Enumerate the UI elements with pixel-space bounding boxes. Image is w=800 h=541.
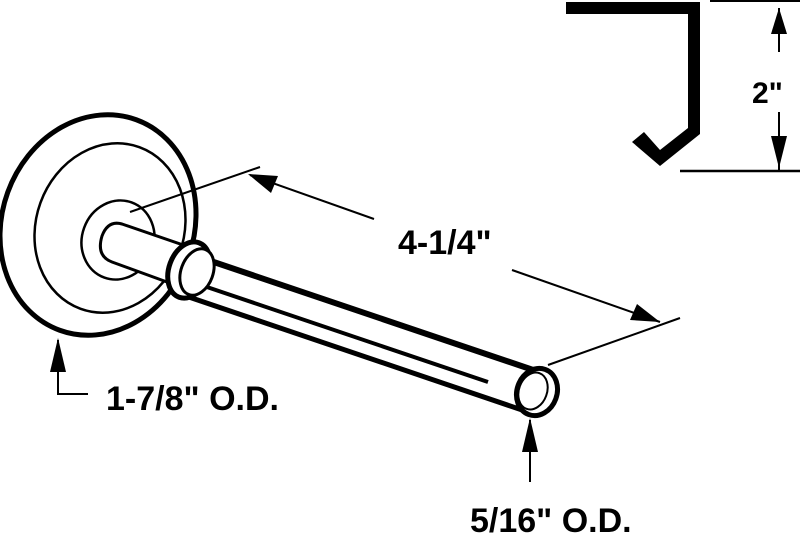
arrow-up-icon [50,338,66,372]
arrow-up-icon [771,8,787,34]
wheel-diameter-callout: 1-7/8" O.D. [50,338,279,418]
label-track-height: 2" [752,77,783,110]
length-dimension: 4-1/4" [129,166,681,366]
bearing-collar [165,239,216,301]
label-shaft-diameter: 5/16" O.D. [470,502,632,540]
roller-wheel [0,112,199,338]
arrow-down-icon [771,136,787,168]
height-dimension: 2" [680,0,800,173]
arrow-up-icon [522,418,538,452]
arrow-right-icon [630,304,660,322]
arrow-left-icon [248,174,278,193]
label-shaft-length: 4-1/4" [398,224,492,262]
track-profile [566,2,700,166]
roller-shaft [179,253,561,419]
label-wheel-diameter: 1-7/8" O.D. [106,380,279,418]
shaft-diameter-callout: 5/16" O.D. [470,418,632,540]
